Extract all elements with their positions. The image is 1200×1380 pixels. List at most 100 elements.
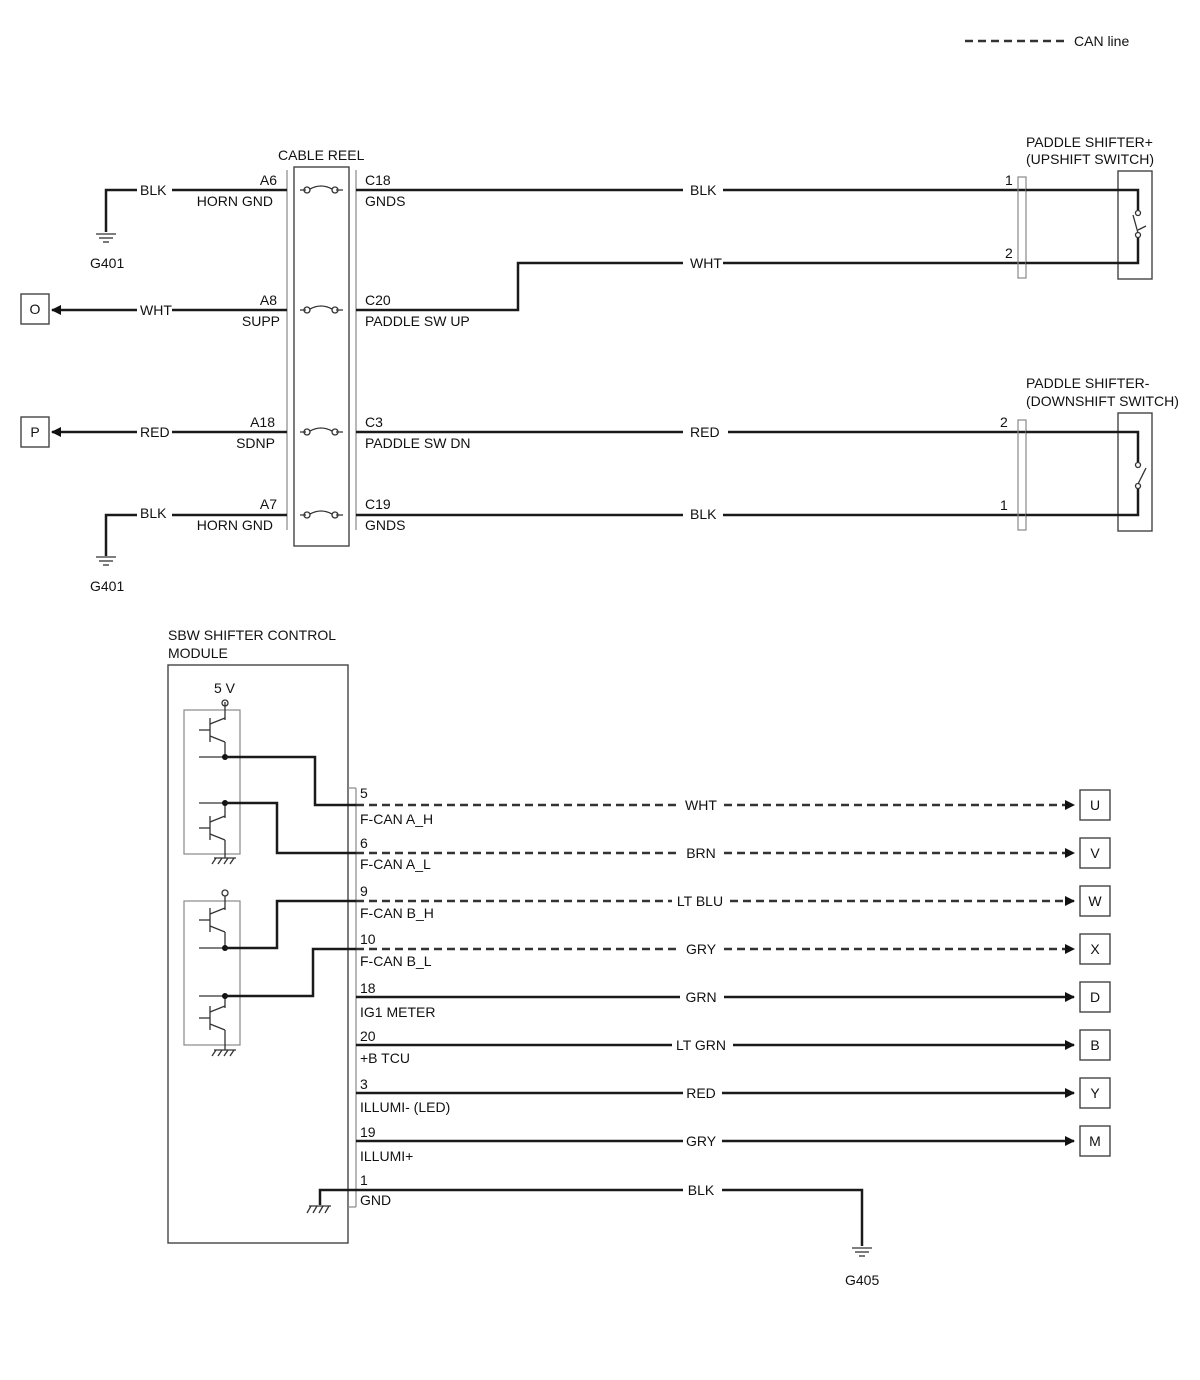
paddle-down-wire-1 [1026, 488, 1140, 517]
module-pin-row: 18 IG1 METER GRN D [356, 980, 1111, 1020]
wire-row2-right-a [356, 261, 683, 312]
signal-label: PADDLE SW UP [365, 313, 470, 329]
connector-label: Y [1090, 1085, 1100, 1101]
connector-box-X [1079, 933, 1111, 965]
connector-box-Y [1079, 1077, 1111, 1109]
signal-label: GND [360, 1192, 391, 1208]
connector-label: B [1090, 1037, 1099, 1053]
connector-box-B [1079, 1029, 1111, 1061]
signal-label: GNDS [365, 517, 405, 533]
connector-box-M [1079, 1125, 1111, 1157]
pin-label: C18 [365, 172, 391, 188]
can-transceiver-a [183, 709, 241, 855]
wire-color-label: RED [686, 1085, 716, 1101]
signal-label: HORN GND [197, 193, 273, 209]
ground-icon [96, 556, 116, 566]
pin-label: 19 [360, 1124, 376, 1140]
module-pin-row: 20 +B TCU LT GRN B [356, 1028, 1111, 1066]
connector-box-V [1079, 837, 1111, 869]
cable-reel: CABLE REEL [278, 147, 365, 547]
paddle-up-wire-1 [1026, 188, 1140, 210]
ground-icon [852, 1247, 872, 1257]
reel-row-3: P RED A18 SDNP C3 PADDLE SW DN RED [20, 414, 1026, 451]
module-pin-rows: 5 F-CAN A_H WHT U 6 F-CAN A_L BRN V 9 F-… [356, 785, 1111, 1288]
module-body [167, 664, 349, 1244]
connector-label: X [1090, 941, 1100, 957]
connector-label: V [1090, 845, 1100, 861]
pin-label: 1 [360, 1172, 368, 1188]
connector-label: M [1089, 1133, 1101, 1149]
pin-label: 18 [360, 980, 376, 996]
connector-label: U [1090, 797, 1100, 813]
signal-label: HORN GND [197, 517, 273, 533]
ground-label: G401 [90, 578, 124, 594]
paddle-up-connector [1017, 176, 1027, 279]
switch-icon [1132, 209, 1147, 239]
legend: CAN line [965, 33, 1129, 49]
wire-color-label: BLK [140, 182, 167, 198]
pin-label: 2 [1000, 414, 1008, 430]
legend-can-label: CAN line [1074, 33, 1129, 49]
paddle-up-title-line2: (UPSHIFT SWITCH) [1026, 151, 1154, 167]
paddle-up-wire-2 [1026, 238, 1140, 265]
signal-label: +B TCU [360, 1050, 410, 1066]
pin-label: 5 [360, 785, 368, 801]
pin-label: A18 [250, 414, 275, 430]
reel-contact-row-3 [300, 427, 343, 436]
internal-wire-can-b-l [225, 947, 356, 998]
reel-contact-row-2 [300, 305, 343, 314]
module-title-line2: MODULE [168, 645, 228, 661]
can-transceiver-b [183, 900, 241, 1046]
paddle-down-title-line2: (DOWNSHIFT SWITCH) [1026, 393, 1179, 409]
signal-label: F-CAN A_H [360, 811, 433, 827]
reel-row-2: O WHT A8 SUPP C20 PADDLE SW UP WHT [20, 255, 1026, 329]
paddle-down-title-line1: PADDLE SHIFTER- [1026, 375, 1150, 391]
pin-label: C20 [365, 292, 391, 308]
internal-wire-can-a-l [225, 801, 356, 855]
transistor-icon [199, 803, 236, 865]
reel-contact-row-1 [300, 185, 343, 194]
wire-color-label: BRN [686, 845, 716, 861]
pin-label: 20 [360, 1028, 376, 1044]
module-pin-row: 9 F-CAN B_H LT BLU W [356, 883, 1111, 921]
connector-label: W [1088, 893, 1102, 909]
module-pin-row: 6 F-CAN A_L BRN V [356, 835, 1111, 872]
internal-wire-can-b-h [225, 899, 356, 950]
module-pin-row: 10 F-CAN B_L GRY X [356, 931, 1111, 969]
wire-color-label: BLK [690, 506, 717, 522]
transistor-icon [199, 889, 229, 948]
signal-label: IG1 METER [360, 1004, 435, 1020]
wire-color-label: GRY [686, 941, 717, 957]
connector-box-O [20, 293, 50, 325]
wire-color-label: WHT [685, 797, 717, 813]
pin-label: 10 [360, 931, 376, 947]
module-pin-row: 19 ILLUMI+ GRY M [356, 1124, 1111, 1164]
cable-reel-title: CABLE REEL [278, 147, 365, 163]
wire-row4-ground [104, 513, 137, 556]
pin-label: A6 [260, 172, 277, 188]
signal-label: F-CAN B_H [360, 905, 434, 921]
ground-icon [306, 1188, 356, 1214]
paddle-shifter-up: PADDLE SHIFTER+ (UPSHIFT SWITCH) 1 2 [1005, 134, 1154, 280]
paddle-down-wire-2 [1026, 430, 1140, 462]
module-pin-row: 5 F-CAN A_H WHT U [356, 785, 1111, 827]
signal-label: ILLUMI+ [360, 1148, 413, 1164]
pin-label: 3 [360, 1076, 368, 1092]
pin-label: A8 [260, 292, 277, 308]
connector-label: D [1090, 989, 1100, 1005]
ground-icon [96, 233, 116, 243]
internal-wire-can-a-h [225, 755, 356, 807]
wire-color-label: BLK [140, 505, 167, 521]
wire-color-label: LT GRN [676, 1037, 726, 1053]
reel-contacts [300, 185, 343, 519]
reel-contact-row-4 [300, 510, 343, 519]
signal-label: SUPP [242, 313, 280, 329]
signal-label: SDNP [236, 435, 275, 451]
pin-label: C19 [365, 496, 391, 512]
reel-row-1: BLK A6 HORN GND C18 GNDS BLK G401 [90, 172, 1026, 271]
pin-label: 2 [1005, 245, 1013, 261]
wire-color-label: RED [690, 424, 720, 440]
paddle-shifter-down: PADDLE SHIFTER- (DOWNSHIFT SWITCH) 2 1 [1000, 375, 1179, 532]
signal-label: F-CAN A_L [360, 856, 431, 872]
